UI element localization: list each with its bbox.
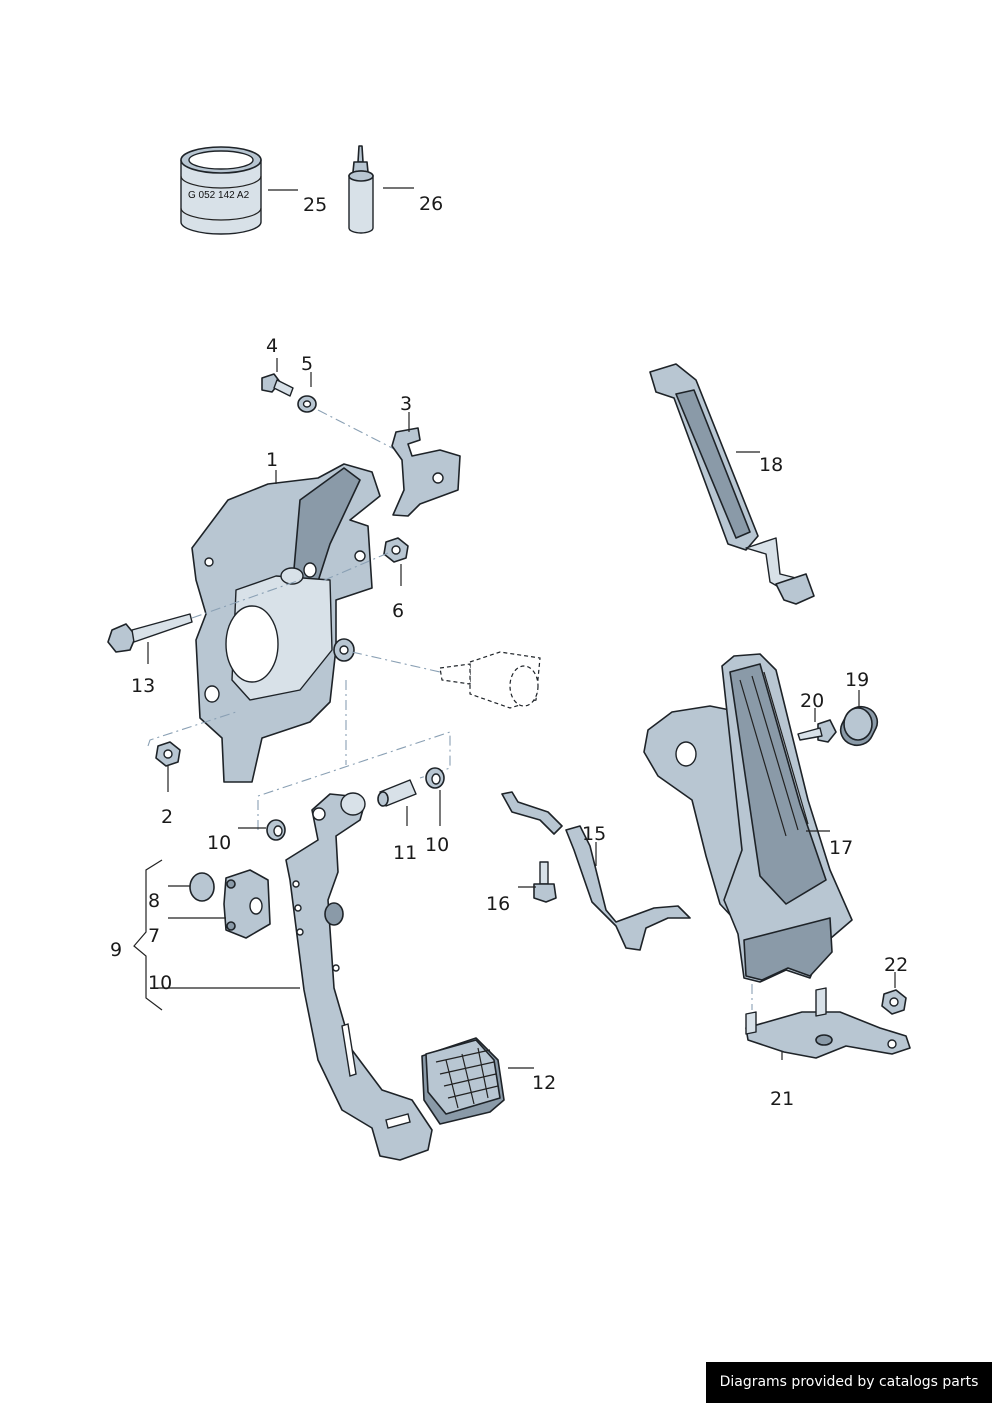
- callout-9: 9: [110, 939, 122, 961]
- callout-16: 16: [486, 893, 510, 915]
- part-10-bushing-left: [266, 819, 286, 841]
- part-5-washer: [297, 395, 317, 413]
- part-16-bolt: [533, 861, 557, 903]
- part-12-pedal-pad: [421, 1037, 505, 1125]
- callout-22: 22: [884, 954, 908, 976]
- part-1-pedal-bracket: [191, 463, 381, 783]
- callout-5: 5: [301, 353, 313, 375]
- callout-20: 20: [800, 690, 824, 712]
- callout-2: 2: [161, 806, 173, 828]
- part-17-accelerator-pedal: [643, 653, 853, 983]
- callout-26: 26: [419, 193, 443, 215]
- can-label: G 052 142 A2: [188, 190, 250, 201]
- callout-17: 17: [829, 837, 853, 859]
- callout-1: 1: [266, 449, 278, 471]
- part-15-wire: [501, 791, 691, 951]
- part-8-cap: [189, 872, 215, 902]
- part-3-bracket: [391, 427, 461, 517]
- part-13-long-bolt: [107, 613, 193, 653]
- part-18-sensor-rail: [649, 363, 815, 605]
- part-4-bolt: [261, 373, 294, 397]
- part-22-nut: [881, 989, 907, 1015]
- callout-18: 18: [759, 454, 783, 476]
- callout-8: 8: [148, 890, 160, 912]
- part-10-bushing-right: [425, 767, 445, 789]
- part-25-grease-can: G 052 142 A2: [180, 146, 262, 235]
- part-21-mounting-plate: [745, 987, 911, 1059]
- part-6-nut: [383, 537, 409, 563]
- callout-13: 13: [131, 675, 155, 697]
- callout-7: 7: [148, 925, 160, 947]
- part-2-nut: [155, 741, 181, 767]
- part-11-sleeve: [377, 779, 417, 807]
- callout-12: 12: [532, 1072, 556, 1094]
- callout-11: 11: [393, 842, 417, 864]
- part-20-screw: [797, 719, 837, 743]
- callout-19: 19: [845, 669, 869, 691]
- part-26-fluid-bottle: [348, 145, 374, 234]
- callout-15: 15: [582, 823, 606, 845]
- callout-10-right: 10: [425, 834, 449, 856]
- callout-6: 6: [392, 600, 404, 622]
- callout-25: 25: [303, 194, 327, 216]
- phantom-switch: [439, 651, 541, 709]
- credit-banner: Diagrams provided by catalogs parts: [706, 1362, 992, 1403]
- callout-10-lever: 10: [148, 972, 172, 994]
- callout-21: 21: [770, 1088, 794, 1110]
- part-19-cap: [839, 705, 879, 747]
- callout-4: 4: [266, 335, 278, 357]
- callout-10-left: 10: [207, 832, 231, 854]
- part-7-spring-holder: [223, 869, 271, 939]
- part-9-pedal-lever: [285, 792, 433, 1161]
- callout-3: 3: [400, 393, 412, 415]
